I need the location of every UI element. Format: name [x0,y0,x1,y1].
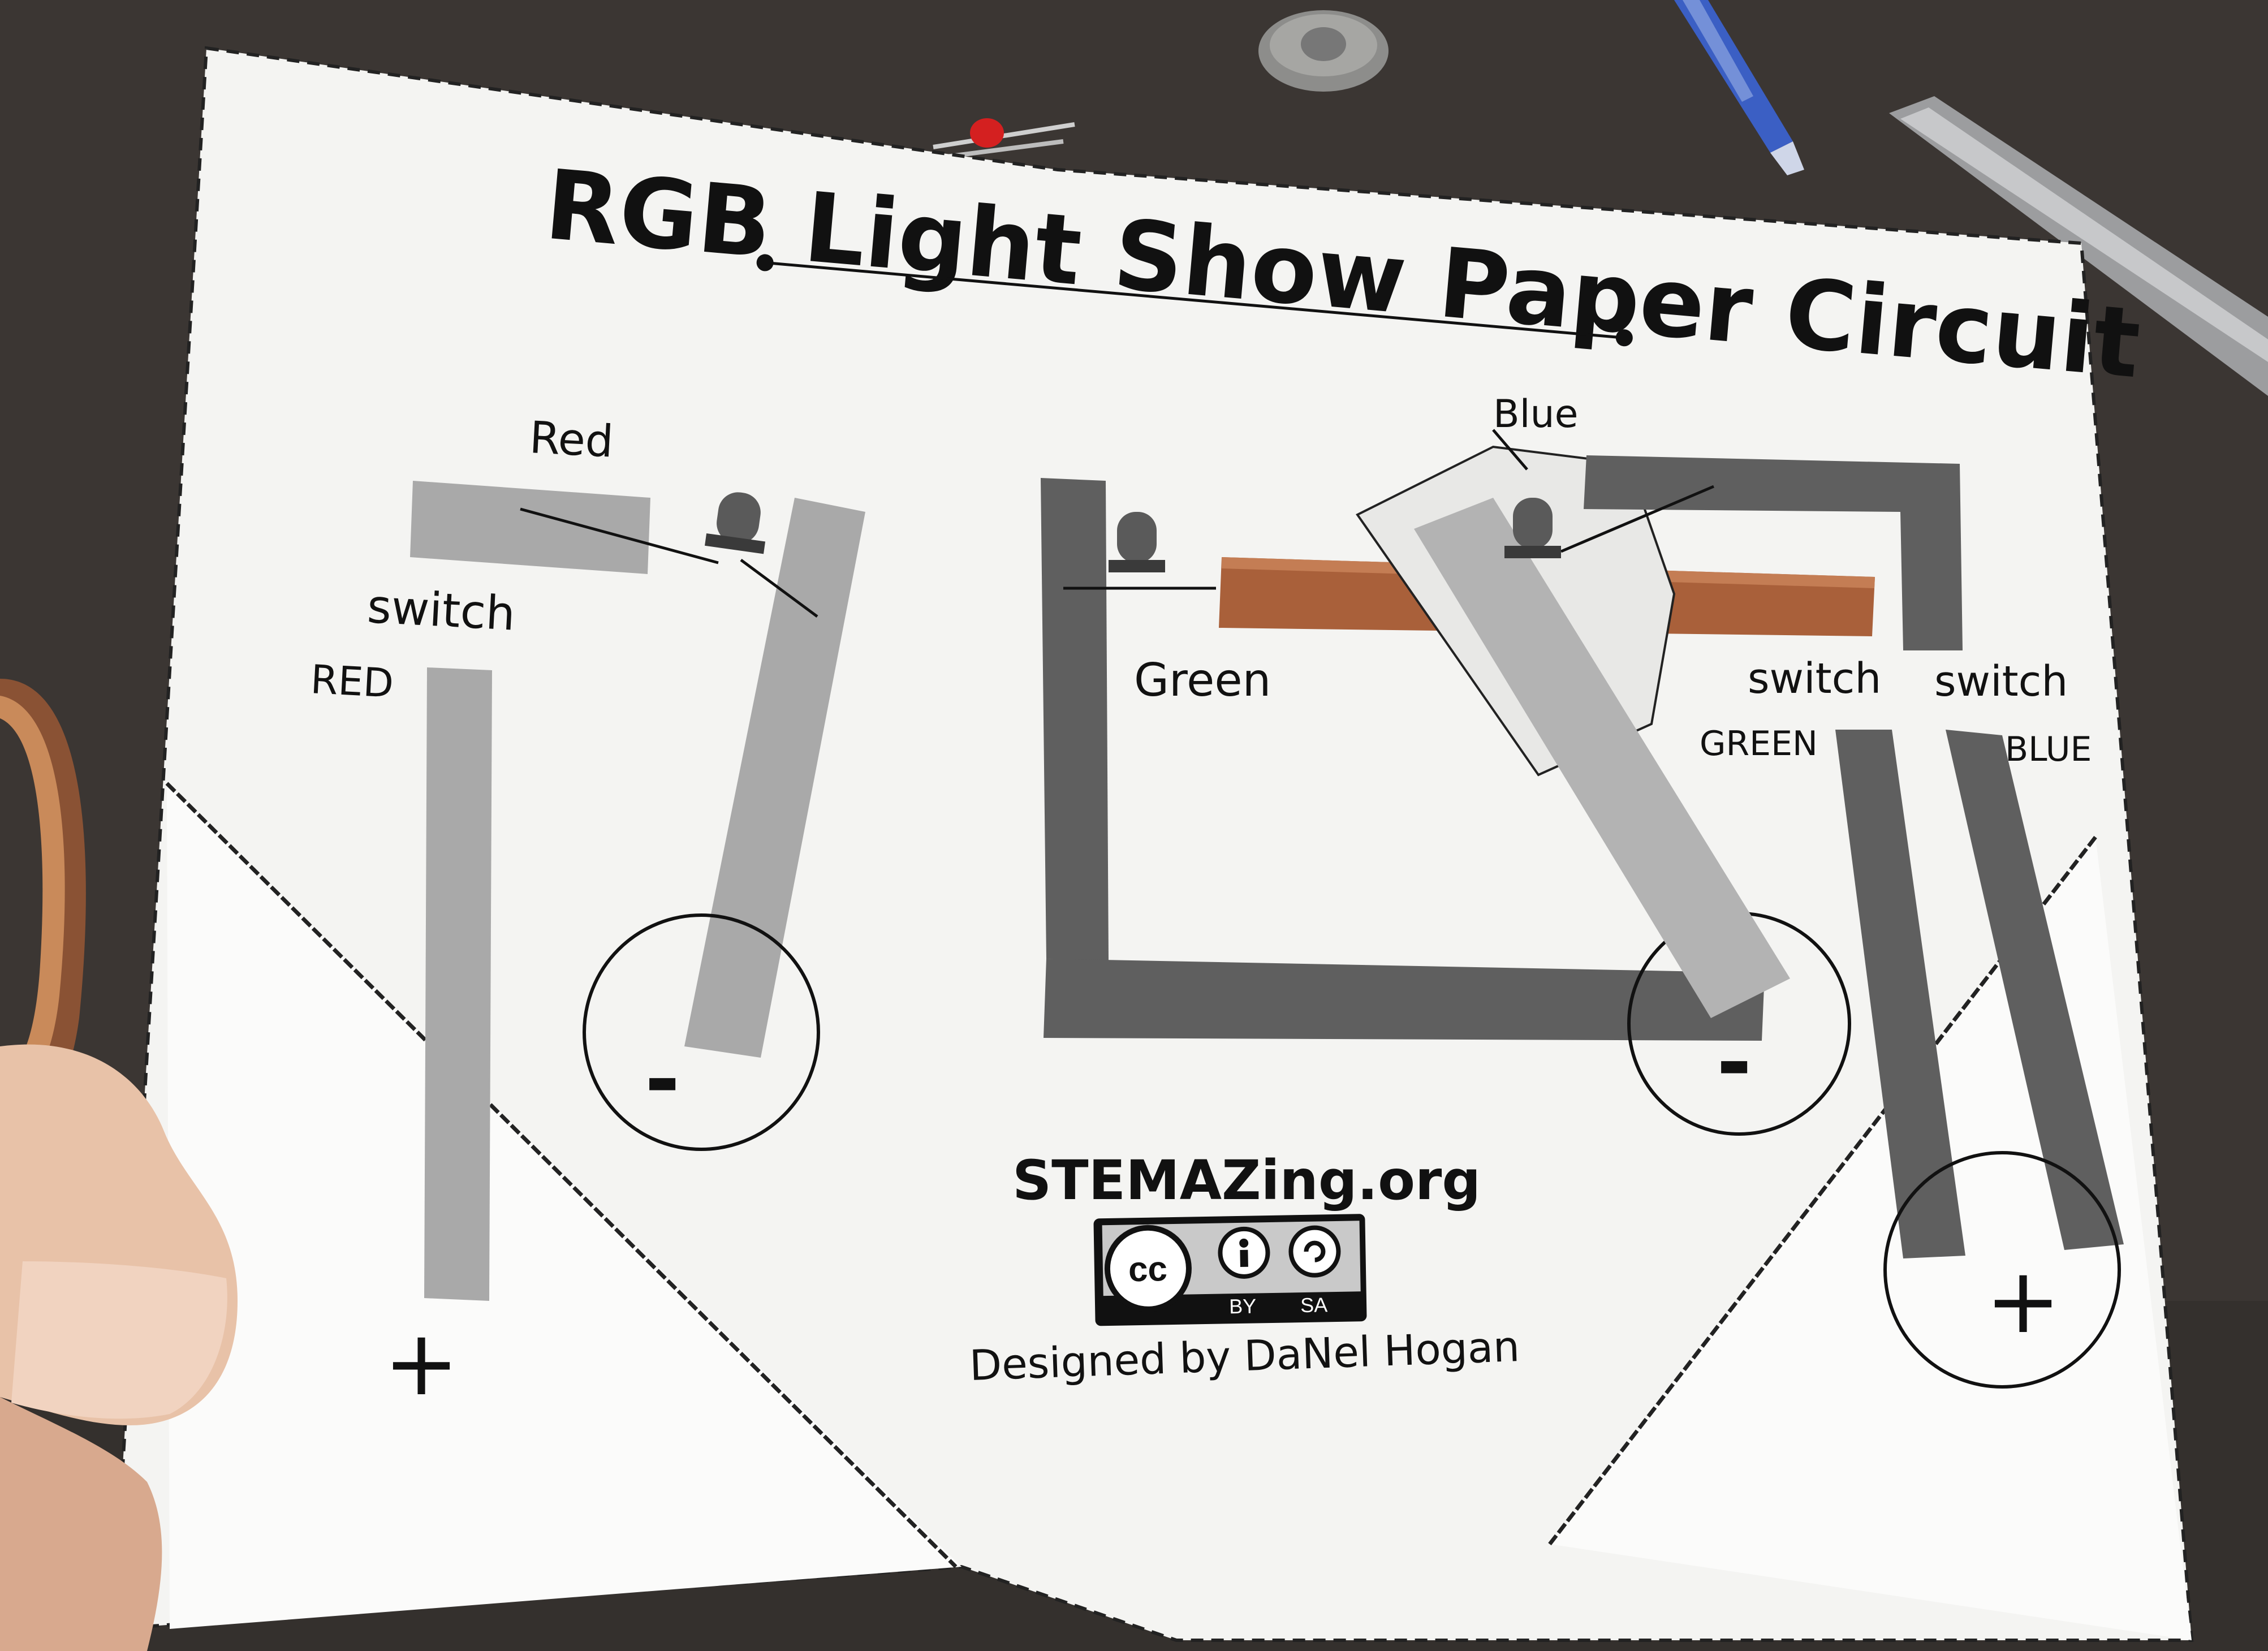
green-trace-switch [1835,730,1965,1258]
red-label: Red [528,412,615,468]
blue-led-icon [1504,498,1561,558]
led-component [933,118,1075,161]
blue-switch-label: switch [1934,657,2068,706]
fold-flap-left [167,783,961,1629]
title-underline [756,254,1633,347]
green-trace-vertical [1041,478,1109,962]
blue-led-lead-2 [1492,429,1528,471]
blue-battery-circle [1883,1151,2121,1389]
blue-led-lead [1560,485,1714,553]
sa-share-icon [1288,1225,1341,1278]
blue-label: Blue [1493,392,1578,437]
green-led-icon [1109,512,1165,572]
red-trace-switch [424,667,492,1301]
blue-caps-label: BLUE [2005,730,2092,769]
blue-trace-switch [1946,730,2124,1250]
fold-line-left [165,782,958,1568]
blue-circuit [1356,429,2124,1389]
red-led-lead-2 [740,558,818,618]
hand-thumb [0,1044,238,1651]
green-switch-label: switch [1748,654,1881,703]
green-label: Green [1134,654,1271,706]
green-trace-bottom [1044,959,1765,1041]
plus-right: + [1985,1248,2061,1353]
site-name: STEMAZing.org [1012,1149,1481,1212]
minus-left: - [645,1031,680,1129]
blue-trace-top [1584,455,1963,650]
red-trace-top [410,481,650,574]
copper-tape-roll [0,679,86,1131]
green-circuit [1041,478,1965,1258]
pen [1674,0,1804,175]
red-switch-label: switch [366,580,516,641]
red-caps-label: RED [309,656,395,707]
blue-trace-diagonal [1414,498,1790,1018]
red-battery-circle [583,913,820,1151]
cc-icon [1104,1225,1192,1312]
green-caps-label: GREEN [1700,724,1818,764]
by-text: BY [1229,1294,1257,1318]
paper-sheet [111,46,2194,1642]
coin [1258,10,1389,92]
sa-text: SA [1300,1293,1328,1317]
red-led-lead [520,507,719,564]
plus-left: + [383,1310,459,1416]
red-circuit [410,481,865,1301]
minus-right: - [1717,1014,1752,1112]
cc-license-badge: cc BY SA [1093,1214,1367,1326]
cc-icon-label: cc [1128,1249,1167,1289]
red-led-icon [705,492,766,554]
